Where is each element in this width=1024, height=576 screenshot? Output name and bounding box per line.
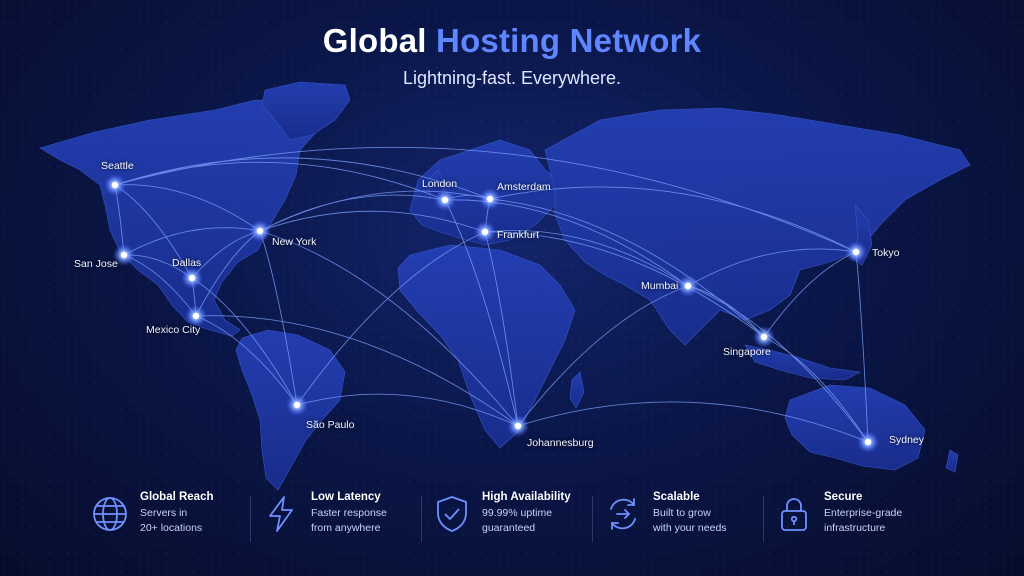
connection-arc <box>484 231 765 338</box>
connection-arc <box>489 186 857 253</box>
feature-desc-line1: Enterprise-grade <box>824 507 903 519</box>
connection-arc <box>855 251 869 443</box>
title-accent: Hosting Network <box>436 22 702 59</box>
city-label: Johannesburg <box>527 437 594 449</box>
connection-arc <box>123 227 261 256</box>
city-label: Seattle <box>101 160 134 172</box>
city-label: Sydney <box>889 434 925 446</box>
connection-arc <box>517 285 689 427</box>
feature-desc-line2: guaranteed <box>482 522 536 534</box>
city-label: Mexico City <box>146 324 201 336</box>
city-node[interactable] <box>760 333 768 341</box>
city-label: San Jose <box>74 258 118 270</box>
city-node[interactable] <box>111 181 119 189</box>
connection-arc <box>444 199 689 287</box>
feature-title: High Availability <box>482 491 571 503</box>
city-node[interactable] <box>864 438 872 446</box>
connection-arc <box>259 210 486 233</box>
feature-desc-line2: with your needs <box>653 522 727 534</box>
connection-arc <box>195 315 519 427</box>
shield-check-icon <box>437 496 467 532</box>
feature-global-reach: Global Reach Servers in 20+ locations <box>80 490 250 536</box>
feature-bar: Global Reach Servers in 20+ locations Lo… <box>80 490 960 550</box>
city-node[interactable] <box>684 282 692 290</box>
connection-arc <box>114 184 261 232</box>
city-node[interactable] <box>256 227 264 235</box>
connection-arc <box>195 315 298 406</box>
feature-title: Global Reach <box>140 491 214 503</box>
city-node[interactable] <box>486 195 494 203</box>
scale-arrows-icon <box>610 498 636 530</box>
feature-desc-line2: 20+ locations <box>140 522 203 534</box>
city-label: Amsterdam <box>497 181 551 193</box>
city-node[interactable] <box>852 248 860 256</box>
feature-title: Scalable <box>653 491 700 503</box>
asia <box>544 107 971 346</box>
feature-desc-line1: Built to grow <box>653 507 711 519</box>
feature-low-latency: Low Latency Faster response from anywher… <box>251 490 421 536</box>
globe-icon <box>93 497 127 531</box>
city-label: Mumbai <box>641 280 679 292</box>
title-main: Global <box>322 22 427 59</box>
city-label: Singapore <box>723 346 771 358</box>
feature-title: Secure <box>824 491 863 503</box>
indonesia <box>744 344 861 381</box>
connection-arc <box>296 231 486 406</box>
greenland <box>261 81 351 141</box>
connection-arc <box>114 146 857 253</box>
city-node[interactable] <box>120 251 128 259</box>
city-label: Tokyo <box>872 247 900 259</box>
page-title: Global Hosting Network <box>0 22 1024 60</box>
divider <box>763 496 764 542</box>
subtitle: Lightning-fast. Everywhere. <box>402 68 622 88</box>
city-node[interactable] <box>188 274 196 282</box>
city-node[interactable] <box>192 312 200 320</box>
city-node[interactable] <box>481 228 489 236</box>
connection-arc <box>444 199 519 427</box>
feature-desc-line1: 99.99% uptime <box>482 507 553 519</box>
lightning-icon <box>269 496 293 532</box>
connection-arc <box>489 198 765 338</box>
divider <box>421 496 422 542</box>
city-label: São Paulo <box>306 419 355 431</box>
connection-arc <box>763 251 857 338</box>
connection-arc <box>763 336 869 443</box>
connection-arc <box>259 190 491 232</box>
city-label: New York <box>272 236 317 248</box>
feature-desc-line2: infrastructure <box>824 522 886 534</box>
divider <box>592 496 593 542</box>
connection-arc <box>114 161 446 201</box>
new-zealand <box>945 449 959 473</box>
feature-desc-line1: Servers in <box>140 507 188 519</box>
city-label: Dallas <box>172 257 202 269</box>
divider <box>250 496 251 542</box>
connection-arc <box>191 277 298 406</box>
connection-arc <box>259 230 519 427</box>
feature-desc-line1: Faster response <box>311 507 387 519</box>
connection-arc <box>114 157 491 200</box>
header: Global Hosting Network Lightning-fast. E… <box>0 22 1024 89</box>
connection-arc <box>687 248 857 287</box>
feature-high-availability: High Availability 99.99% uptime guarante… <box>422 490 592 536</box>
city-node[interactable] <box>293 401 301 409</box>
feature-title: Low Latency <box>311 491 381 503</box>
feature-desc-line2: from anywhere <box>311 522 381 534</box>
feature-scalable: Scalable Built to grow with your needs <box>593 490 763 536</box>
connection-arc <box>484 231 519 427</box>
connection-arc <box>517 401 869 443</box>
connection-arc <box>687 285 869 443</box>
city-label: Frankfurt <box>497 229 540 241</box>
city-label: London <box>422 178 458 190</box>
madagascar <box>569 371 585 409</box>
lock-icon <box>781 498 807 531</box>
city-node[interactable] <box>514 422 522 430</box>
feature-secure: Secure Enterprise-grade infrastructure <box>764 490 934 536</box>
australia <box>784 384 926 471</box>
connection-arc <box>259 230 298 406</box>
connection-arc <box>296 393 519 427</box>
connection-arc <box>484 230 689 287</box>
city-node[interactable] <box>441 196 449 204</box>
